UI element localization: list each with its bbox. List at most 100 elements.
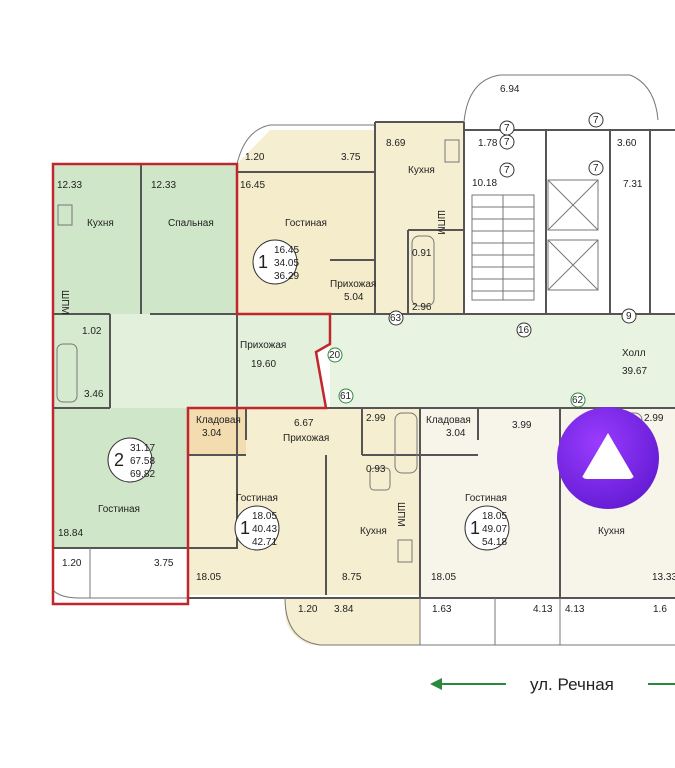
kitchen-right-name: Кухня (598, 526, 625, 537)
apartment-badge-right: 1 18.05 49.07 54.18 (464, 505, 510, 551)
balcony-right-d: 1.6 (653, 604, 667, 615)
vent-label-left: ШПМ (59, 290, 70, 315)
street-name: ул. Речная (530, 675, 614, 694)
marker-7b: 7 (499, 134, 515, 150)
kitchen-left-fill (53, 164, 141, 314)
svg-text:16: 16 (518, 325, 530, 336)
marker-7a: 7 (499, 120, 515, 136)
living-left-bottom: 18.05 (196, 572, 221, 583)
svg-text:7: 7 (504, 165, 510, 176)
apartment-badge-top: 1 16.45 34.05 36.29 (252, 239, 299, 285)
balcony-top-b: 3.75 (341, 152, 361, 163)
apt-mid-rooms: 1 (240, 518, 250, 538)
balcony-right-a: 1.63 (432, 604, 452, 615)
selected-apartment-outline (51, 162, 332, 606)
storage-mid-name: Кладовая (196, 415, 241, 426)
marker-61: 61 (338, 388, 354, 404)
corridor-fill (330, 314, 675, 408)
right-top-a: 3.60 (617, 138, 637, 149)
marker-62: 62 (570, 392, 586, 408)
apt-top-living: 16.45 (274, 245, 299, 256)
svg-text:7: 7 (504, 137, 510, 148)
apt-left-total-balcony: 69.82 (130, 469, 155, 480)
apt-mid-total: 40.43 (252, 524, 277, 535)
svg-text:62: 62 (572, 395, 584, 406)
marker-16: 16 (516, 322, 532, 338)
kitchen-top-name: Кухня (408, 165, 435, 176)
hall-mid-area: 6.67 (294, 418, 314, 429)
vent-label-top: ШПМ (435, 210, 446, 235)
living-top-name: Гостиная (285, 218, 327, 229)
vent-label-mid: ШПМ (395, 502, 406, 527)
marker-7e: 7 (588, 160, 604, 176)
street-indicator: ул. Речная (430, 675, 675, 694)
balcony-left-b: 3.75 (154, 558, 174, 569)
hall-left-area: 19.60 (251, 359, 276, 370)
storage-right-area: 3.04 (446, 428, 466, 439)
apt-right-rooms: 1 (470, 518, 480, 538)
kitchen-top-area: 8.69 (386, 138, 406, 149)
kitchen-right-area: 13.33 (652, 572, 675, 583)
apt-mid-total-balcony: 42.71 (252, 537, 277, 548)
hall-main-name: Холл (622, 348, 646, 359)
marker-9: 9 (621, 308, 637, 324)
living-left-name: Гостиная (98, 504, 140, 515)
apt-right-total: 49.07 (482, 524, 507, 535)
hall-top-area: 5.04 (344, 292, 364, 303)
svg-text:9: 9 (626, 311, 632, 322)
living-right-name: Гостиная (465, 493, 507, 504)
balcony-mid-b: 3.84 (334, 604, 354, 615)
bath-left-small-area: 1.02 (82, 326, 102, 337)
street-arrowhead-left (430, 678, 442, 690)
hall-left-fill (110, 314, 330, 408)
hall-main-area: 39.67 (622, 366, 647, 377)
svg-text:20: 20 (329, 350, 341, 361)
bath-top-small-area: 0.91 (412, 248, 432, 259)
marker-7c: 7 (499, 162, 515, 178)
apt-right-living: 18.05 (482, 511, 507, 522)
marker-63: 63 (388, 310, 404, 326)
balcony-left-a: 1.20 (62, 558, 82, 569)
kitchen-mid-name: Кухня (360, 526, 387, 537)
balcony-right-c: 4.13 (565, 604, 585, 615)
apt-top-total: 34.05 (274, 258, 299, 269)
storage-mid-area: 3.04 (202, 428, 222, 439)
kitchen-mid-fill (326, 455, 420, 595)
balcony-right-b: 4.13 (533, 604, 553, 615)
bath-mid-fill (362, 408, 420, 455)
hall-top-name: Прихожая (330, 279, 376, 290)
living-top-area: 16.45 (240, 180, 265, 191)
alice-triangle-icon (581, 433, 635, 479)
bath-right-area: 2.99 (644, 413, 664, 424)
lobby-small-area: 1.78 (478, 138, 498, 149)
bedroom-left-name: Спальная (168, 218, 214, 229)
stair-area: 10.18 (472, 178, 497, 189)
apartment-badge-mid: 1 18.05 40.43 42.71 (234, 505, 280, 551)
apt-left-rooms: 2 (114, 450, 124, 470)
kitchen-mid-area: 8.75 (342, 572, 362, 583)
circle-markers: 7 7 7 7 7 63 16 9 20 61 62 (327, 112, 637, 408)
apt-top-rooms: 1 (258, 252, 268, 272)
apt-right-total-balcony: 54.18 (482, 537, 507, 548)
svg-text:7: 7 (504, 123, 510, 134)
apartment-badge-left: 2 31.17 67.58 69.82 (107, 437, 155, 483)
balcony-top-a: 1.20 (245, 152, 265, 163)
top-balcony-area: 6.94 (500, 84, 520, 95)
svg-text:7: 7 (593, 163, 599, 174)
svg-text:61: 61 (340, 391, 352, 402)
marker-20: 20 (327, 347, 343, 363)
bath-top-area: 2.96 (412, 302, 432, 313)
stairs (471, 194, 535, 301)
svg-text:7: 7 (593, 115, 599, 126)
apt-left-total: 67.58 (130, 456, 155, 467)
bedroom-left-fill (141, 164, 237, 314)
svg-text:63: 63 (390, 313, 402, 324)
hall-left-name: Прихожая (240, 340, 286, 351)
living-right-area: 18.05 (431, 572, 456, 583)
living-mid-name: Гостиная (236, 493, 278, 504)
kitchen-left-area: 12.33 (57, 180, 82, 191)
alice-voice-assistant-icon[interactable] (557, 407, 659, 509)
bath-mid-area: 2.99 (366, 413, 386, 424)
balcony-mid-a: 1.20 (298, 604, 318, 615)
